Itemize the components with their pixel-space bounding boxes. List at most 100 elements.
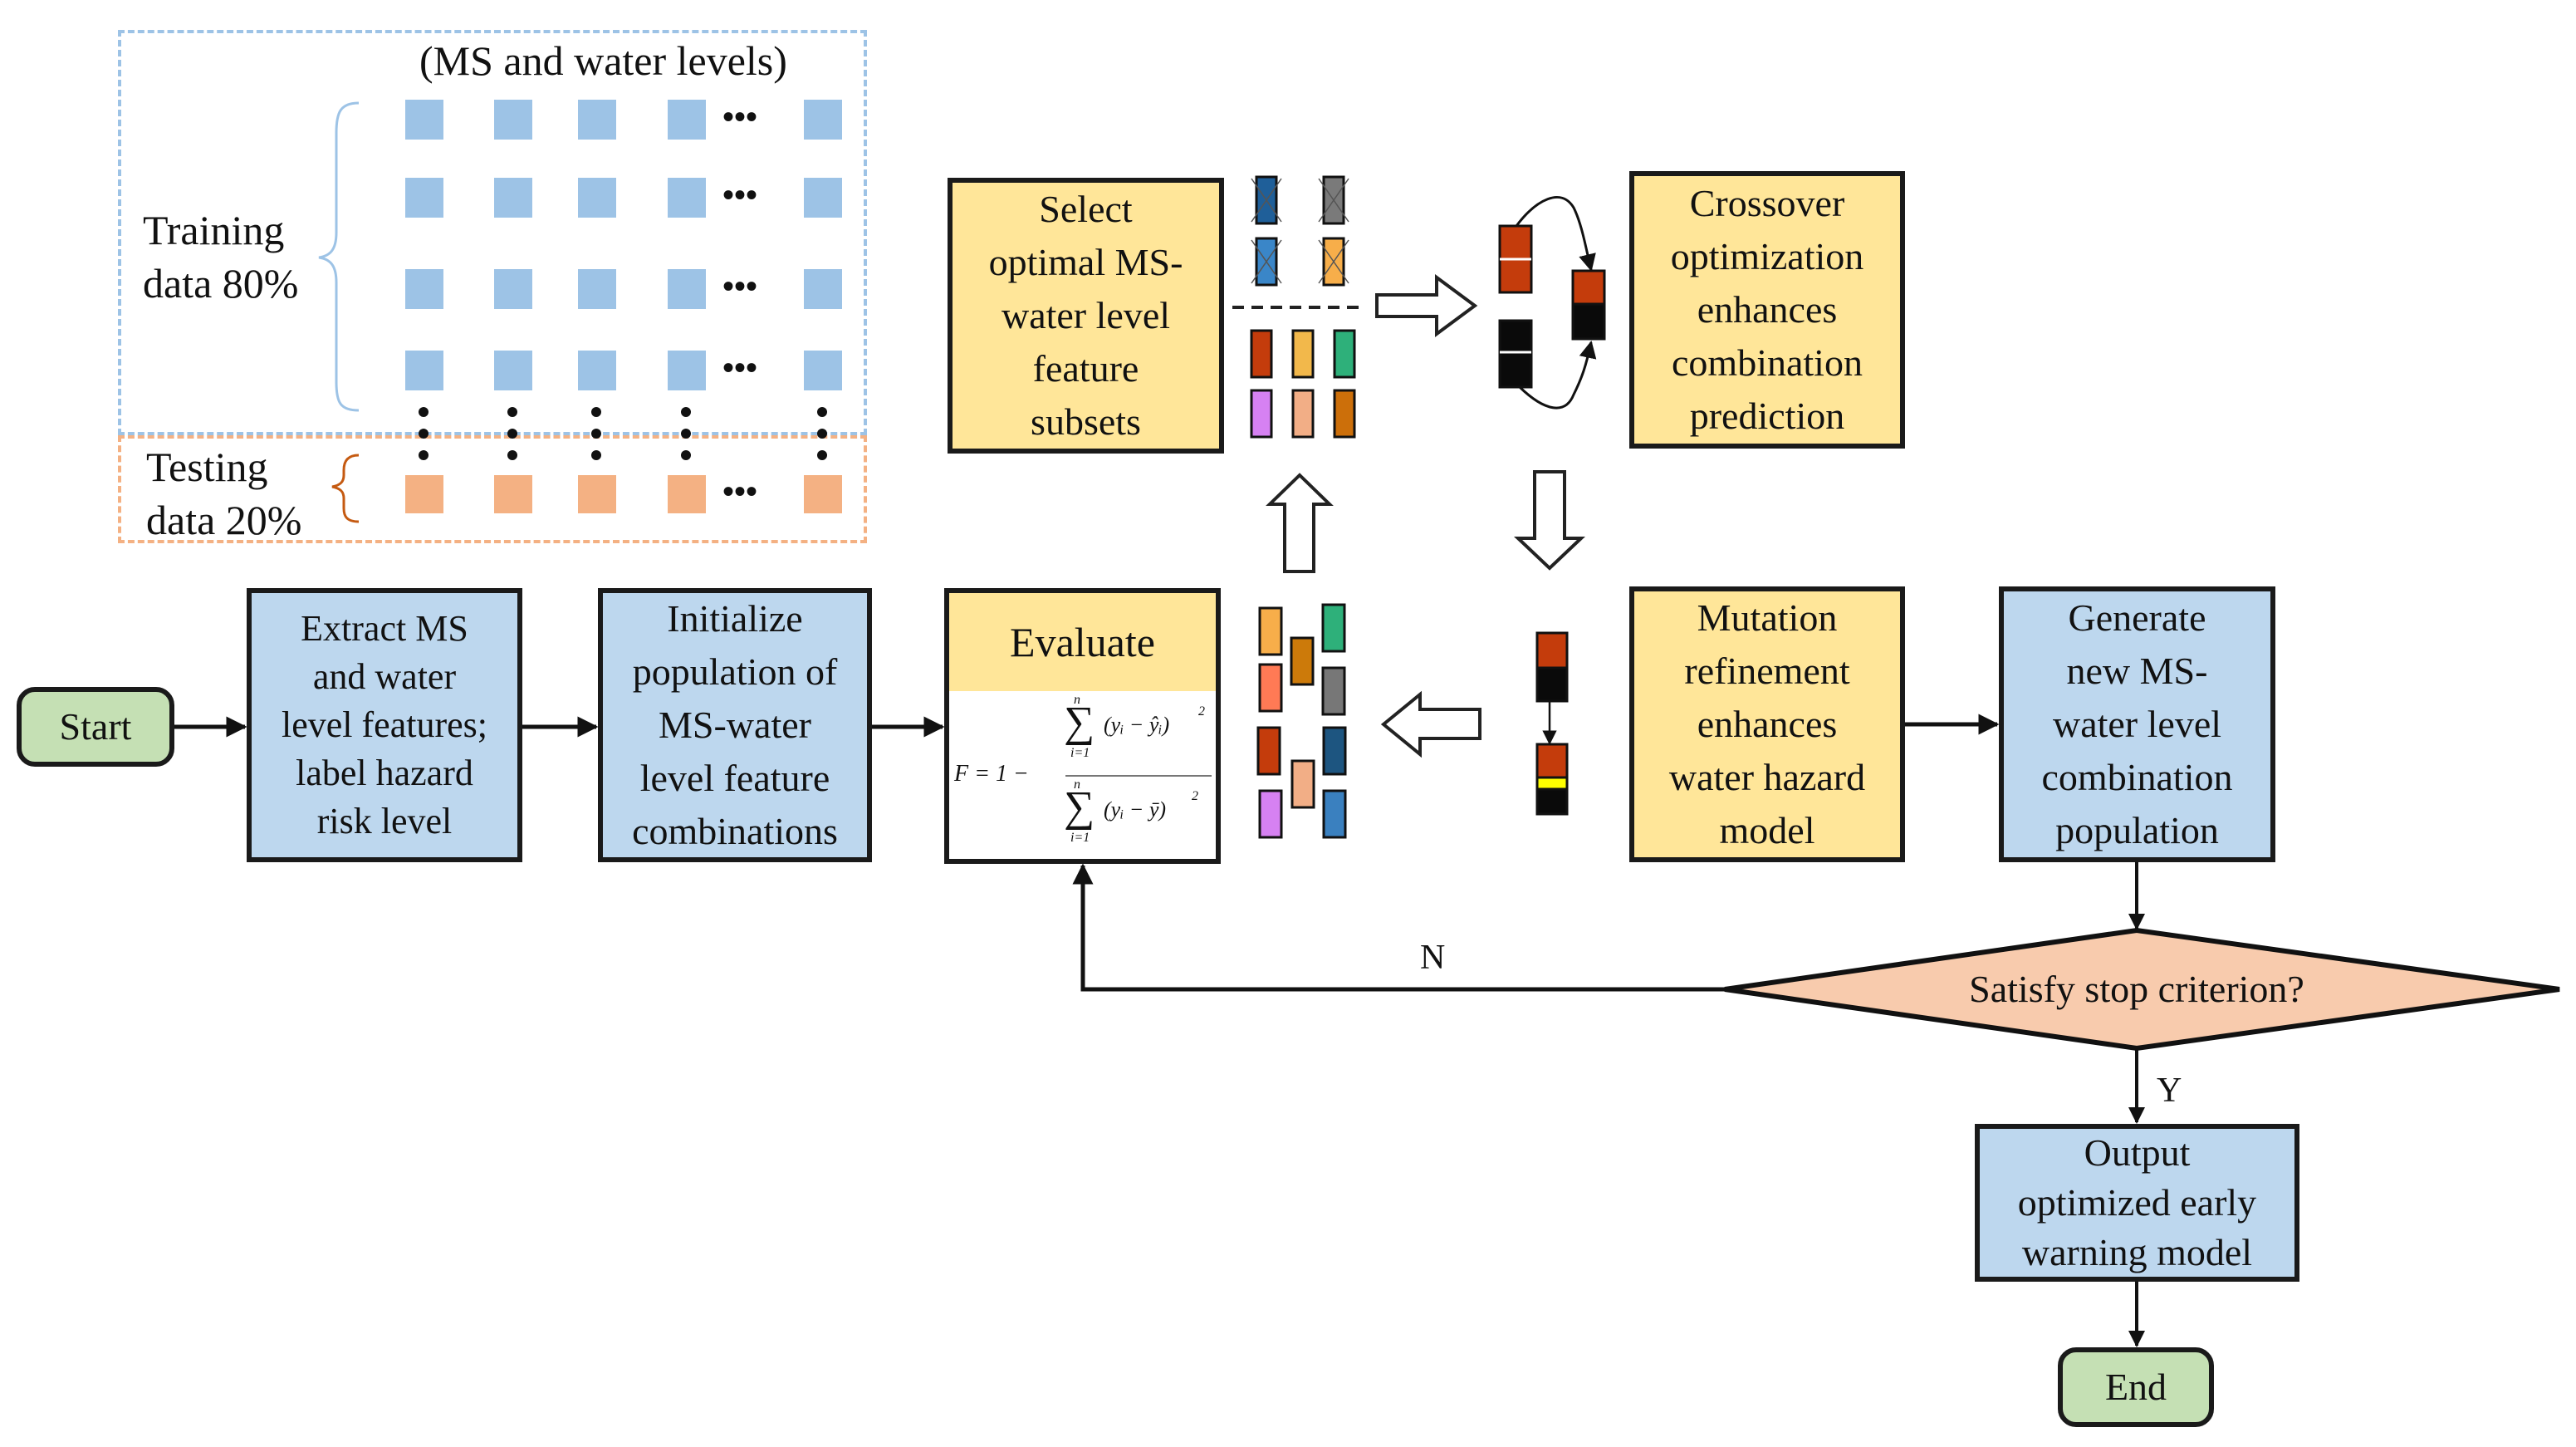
node-text-line: enhances xyxy=(1697,703,1838,745)
crossover-curve-bottom xyxy=(1518,340,1597,410)
node-text-line: optimal MS- xyxy=(988,241,1183,283)
fitness-formula: F = 1 − n ∑ i=1 (yᵢ − ŷᵢ) 2 n ∑ i=1 (yᵢ … xyxy=(949,691,1216,859)
node-text-line: level features; xyxy=(282,704,487,745)
testing-sample-cell xyxy=(804,475,842,513)
ellipsis-icon: ••• xyxy=(722,267,757,305)
node-text-line: subsets xyxy=(1031,400,1141,443)
testing-sample-cell xyxy=(494,475,532,513)
population-gene xyxy=(1322,789,1347,839)
formula-lhs: F = 1 − xyxy=(954,761,1029,787)
cross-mark-icon xyxy=(1251,178,1282,223)
formula-sum-lower: i=1 xyxy=(1070,746,1090,760)
crossover-curve-top xyxy=(1515,195,1596,272)
parent-chromosome-black xyxy=(1498,319,1533,389)
hollow-arrow-up-icon xyxy=(1266,473,1334,573)
selected-gene xyxy=(1250,329,1273,379)
vertical-dots-icon xyxy=(681,450,691,460)
evaluate-node[interactable]: Evaluate F = 1 − n ∑ i=1 (yᵢ − ŷᵢ) 2 n ∑… xyxy=(944,588,1221,864)
node-text-line: optimized early xyxy=(2017,1181,2257,1224)
node-text-line: combinations xyxy=(632,810,838,852)
mutation-after-red xyxy=(1535,743,1569,779)
population-gene xyxy=(1290,636,1315,686)
vertical-dots-icon xyxy=(507,407,517,417)
offspring-segment-red xyxy=(1571,269,1606,306)
training-sample-cell xyxy=(804,100,842,140)
training-sample-cell xyxy=(405,351,443,390)
population-gene xyxy=(1290,759,1315,809)
node-text-line: and water xyxy=(312,656,457,697)
ellipsis-icon: ••• xyxy=(722,473,757,510)
node-text-line: Select xyxy=(1039,188,1133,230)
vertical-dots-icon xyxy=(507,450,517,460)
formula-sum-lower: i=1 xyxy=(1070,831,1090,845)
initialize-population-node[interactable]: Initialize population of MS-water level … xyxy=(598,588,872,862)
cross-mark-icon xyxy=(1251,239,1282,284)
select-subsets-node[interactable]: Select optimal MS- water level feature s… xyxy=(948,178,1224,454)
vertical-dots-icon xyxy=(817,407,827,417)
training-sample-cell xyxy=(668,178,706,218)
cross-mark-icon xyxy=(1318,178,1349,223)
testing-data-region xyxy=(118,435,867,543)
training-label-line: data 80% xyxy=(143,260,299,307)
node-text-line: enhances xyxy=(1697,288,1838,331)
training-sample-cell xyxy=(804,178,842,218)
formula-numerator: (yᵢ − ŷᵢ) xyxy=(1104,713,1170,737)
vertical-dots-icon xyxy=(817,450,827,460)
formula-sigma: ∑ xyxy=(1064,783,1095,831)
testing-sample-cell xyxy=(668,475,706,513)
vertical-dots-icon xyxy=(681,429,691,439)
start-node[interactable]: Start xyxy=(17,687,174,767)
training-sample-cell xyxy=(578,100,616,140)
mutation-after-black xyxy=(1535,787,1569,816)
node-text-line: population xyxy=(2055,809,2219,851)
end-node[interactable]: End xyxy=(2058,1347,2214,1427)
training-label-line: Training xyxy=(143,207,285,253)
formula-exponent: 2 xyxy=(1198,704,1205,719)
hollow-arrow-right-icon xyxy=(1375,274,1478,337)
training-sample-cell xyxy=(494,269,532,309)
node-text-line: combination xyxy=(2041,756,2233,798)
node-text-line: risk level xyxy=(316,801,453,841)
mutation-node[interactable]: Mutation refinement enhances water hazar… xyxy=(1629,586,1905,862)
formula-fraction-bar xyxy=(1065,775,1212,777)
vertical-dots-icon xyxy=(419,450,429,460)
node-text-line: optimization xyxy=(1670,235,1864,277)
training-sample-cell xyxy=(804,269,842,309)
training-sample-cell xyxy=(494,351,532,390)
crossover-node[interactable]: Crossover optimization enhances combinat… xyxy=(1629,171,1905,449)
edge-label-no: N xyxy=(1420,939,1446,977)
decision-label: Satisfy stop criterion? xyxy=(1969,968,2304,1010)
testing-brace-icon xyxy=(331,454,360,523)
cross-mark-icon xyxy=(1318,239,1349,284)
vertical-dots-icon xyxy=(507,429,517,439)
end-label: End xyxy=(2104,1366,2167,1408)
edge-label-yes: Y xyxy=(2157,1072,2182,1110)
formula-denominator: (yᵢ − ȳ) xyxy=(1104,797,1167,822)
decision-diamond[interactable] xyxy=(1724,927,2560,1052)
population-gene xyxy=(1256,726,1281,776)
vertical-dots-icon xyxy=(591,407,601,417)
ellipsis-icon: ••• xyxy=(722,98,757,135)
testing-sample-cell xyxy=(578,475,616,513)
extract-features-node[interactable]: Extract MS and water level features; lab… xyxy=(247,588,522,862)
population-gene xyxy=(1258,789,1283,839)
testing-sample-cell xyxy=(405,475,443,513)
training-sample-cell xyxy=(578,269,616,309)
formula-exponent: 2 xyxy=(1192,789,1198,803)
node-text-line: Initialize xyxy=(667,597,803,640)
arrow-no-loop-to-evaluate xyxy=(1072,863,1725,992)
testing-label-line: data 20% xyxy=(146,497,302,543)
generate-population-node[interactable]: Generate new MS- water level combination… xyxy=(1999,586,2275,862)
training-sample-cell xyxy=(668,100,706,140)
node-text-line: water level xyxy=(2052,703,2222,745)
node-text-line: MS-water xyxy=(659,704,811,746)
testing-label: Testing data 20% xyxy=(146,440,301,547)
data-header: (MS and water levels) xyxy=(419,37,787,84)
output-model-node[interactable]: Output optimized early warning model xyxy=(1975,1124,2299,1282)
ellipsis-icon: ••• xyxy=(722,176,757,213)
training-label: Training data 80% xyxy=(143,204,298,310)
node-text-line: label hazard xyxy=(296,753,473,793)
vertical-dots-icon xyxy=(817,429,827,439)
training-sample-cell xyxy=(804,351,842,390)
